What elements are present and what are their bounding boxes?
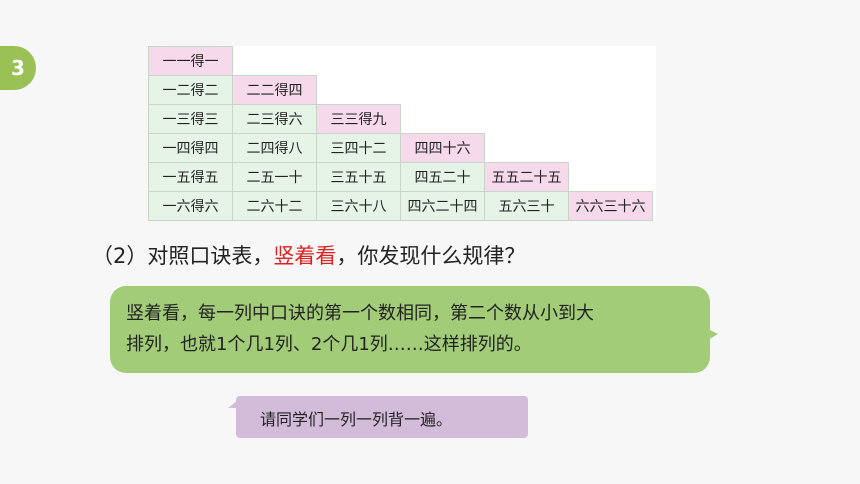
table-cell-empty — [485, 76, 569, 105]
table-row: 一一得一 — [148, 46, 653, 76]
table-cell-empty — [485, 134, 569, 163]
table-cell-empty — [317, 76, 401, 105]
table-cell-empty — [317, 47, 401, 76]
table-cell-empty — [569, 76, 653, 105]
answer-bubble-tail — [694, 322, 718, 348]
question-prefix: （2）对照口诀表， — [92, 244, 274, 268]
question-highlight: 竖着看 — [273, 244, 337, 268]
table-cell: 一一得一 — [148, 46, 233, 76]
table-cell: 五五二十五 — [484, 162, 569, 192]
table-cell-empty — [569, 134, 653, 163]
table-cell: 一五得五 — [148, 162, 233, 192]
table-cell-empty — [569, 105, 653, 134]
answer-speech-bubble: 竖着看，每一列中口诀的第一个数相同，第二个数从小到大 排列，也就1个几1列、2个… — [110, 286, 710, 373]
table-cell: 三三得九 — [316, 104, 401, 134]
table-cell: 一三得三 — [148, 104, 233, 134]
hint-bubble-tail — [228, 400, 238, 408]
table-cell: 二二得四 — [232, 75, 317, 105]
table-cell: 二五一十 — [232, 162, 317, 192]
table-cell: 一四得四 — [148, 133, 233, 163]
table-cell: 四五二十 — [400, 162, 485, 192]
table-cell-empty — [233, 47, 317, 76]
answer-line-1: 竖着看，每一列中口诀的第一个数相同，第二个数从小到大 — [126, 303, 594, 324]
question-suffix: ，你发现什么规律？ — [336, 244, 526, 268]
table-cell-empty — [569, 163, 653, 192]
table-body: 一一得一一二得二二二得四一三得三二三得六三三得九一四得四二四得八三四十二四四十六… — [148, 46, 653, 221]
table-row: 一二得二二二得四 — [148, 75, 653, 105]
hint-speech-bubble: 请同学们一列一列背一遍。 — [228, 396, 528, 438]
table-cell: 四四十六 — [400, 133, 485, 163]
table-cell-empty — [485, 105, 569, 134]
multiplication-table: 一一得一一二得二二二得四一三得三二三得六三三得九一四得四二四得八三四十二四四十六… — [148, 46, 656, 221]
table-cell-empty — [569, 47, 653, 76]
table-row: 一六得六二六十二三六十八四六二十四五六三十六六三十六 — [148, 191, 653, 221]
table-cell: 六六三十六 — [568, 191, 653, 221]
table-cell-empty — [401, 76, 485, 105]
table-cell: 三五十五 — [316, 162, 401, 192]
question-text: （2）对照口诀表，竖着看，你发现什么规律？ — [92, 240, 525, 270]
table-cell: 一六得六 — [148, 191, 233, 221]
table-cell: 五六三十 — [484, 191, 569, 221]
multiplication-grid: 一一得一一二得二二二得四一三得三二三得六三三得九一四得四二四得八三四十二四四十六… — [148, 46, 653, 221]
table-row: 一三得三二三得六三三得九 — [148, 104, 653, 134]
table-cell: 三四十二 — [316, 133, 401, 163]
table-cell: 一二得二 — [148, 75, 233, 105]
table-cell-empty — [401, 105, 485, 134]
table-cell: 二六十二 — [232, 191, 317, 221]
table-cell: 二三得六 — [232, 104, 317, 134]
table-row: 一四得四二四得八三四十二四四十六 — [148, 133, 653, 163]
answer-line-2: 排列，也就1个几1列、2个几1列……这样排列的。 — [126, 334, 532, 355]
hint-text: 请同学们一列一列背一遍。 — [260, 410, 453, 429]
slide-number: 3 — [11, 56, 25, 80]
table-row: 一五得五二五一十三五十五四五二十五五二十五 — [148, 162, 653, 192]
slide-number-badge: 3 — [0, 46, 36, 90]
table-cell: 四六二十四 — [400, 191, 485, 221]
table-cell: 二四得八 — [232, 133, 317, 163]
table-cell: 三六十八 — [316, 191, 401, 221]
table-cell-empty — [485, 47, 569, 76]
table-cell-empty — [401, 47, 485, 76]
